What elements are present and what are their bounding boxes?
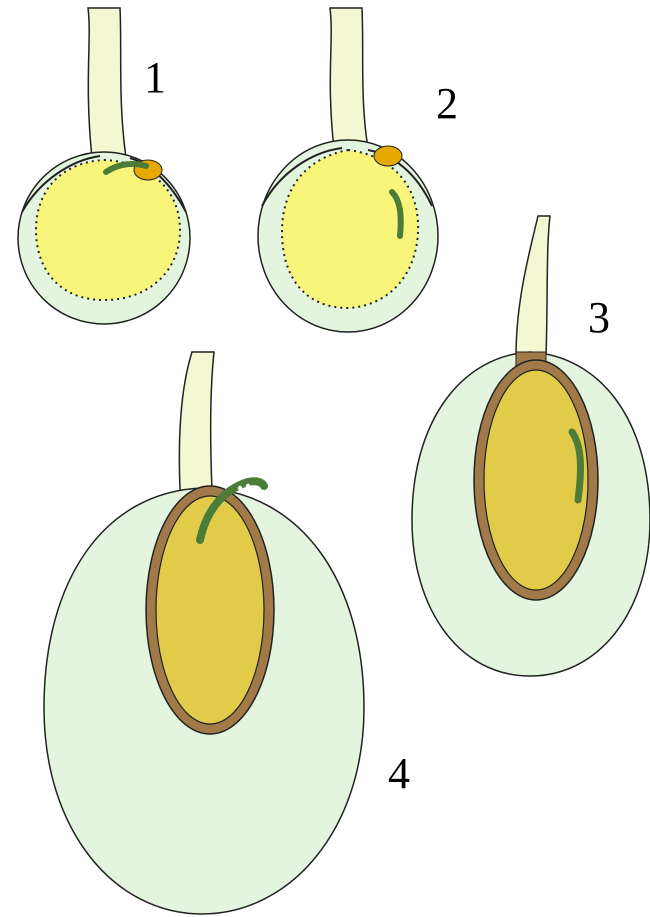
stage-4-number: 4 [388,749,410,798]
stage-4-sperm-cell-1 [238,486,242,490]
stage-1-number: 1 [144,53,166,102]
stage-2-ovule [258,8,438,332]
stage-4-stalk [179,352,214,490]
stage-3-stalk [516,216,550,356]
stage-4-sperm-cell-2 [246,484,250,488]
stage-1-stalk [88,8,126,158]
stage-3-inner-sac [484,370,588,590]
stage-2-number: 2 [436,79,458,128]
stage-3-ovule [412,216,650,676]
stage-4-ovule [44,352,364,914]
stage-2-stalk [330,8,368,148]
stage-1-inner-sac [36,160,180,300]
stage-3-number: 3 [588,293,610,342]
stage-4-inner-sac [156,496,264,724]
stage-2-pollen-grain [374,146,402,166]
